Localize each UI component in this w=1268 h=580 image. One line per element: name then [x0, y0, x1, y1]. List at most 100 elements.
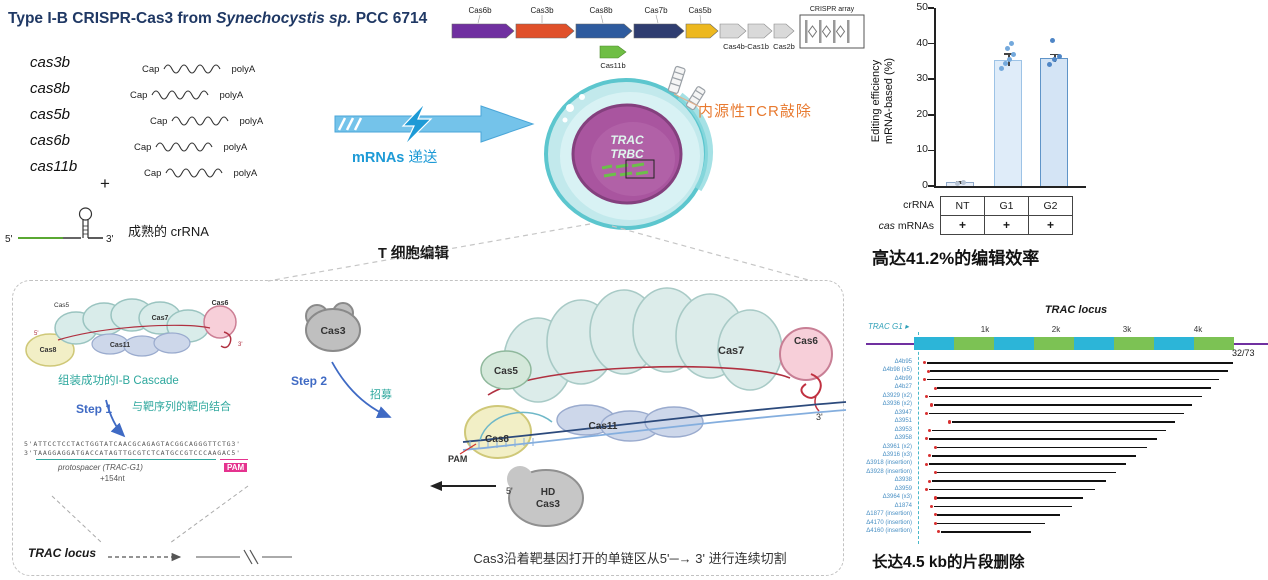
clone-label: Δ3953	[894, 426, 912, 433]
mrna-polya-label: polyA	[239, 115, 264, 127]
locus-block	[1154, 337, 1194, 350]
data-point	[1006, 57, 1012, 63]
lightning-icon	[401, 102, 433, 146]
deletion-bar	[933, 404, 1193, 406]
mrna-row: Cap polyA	[144, 160, 263, 186]
mrna-polya-label: polyA	[233, 167, 258, 179]
step1-note: 与靶序列的靶向结合	[132, 401, 231, 413]
cascade-cas7-label: Cas7	[152, 315, 169, 322]
table-row2-label-italic: cas	[878, 220, 895, 232]
efficiency-caption: 高达41.2%的编辑效率	[872, 244, 1039, 269]
deletion-bar	[930, 370, 1228, 373]
trac-locus-label: TRAC locus	[28, 546, 97, 560]
data-point	[960, 179, 966, 185]
pam-label: PAM	[224, 463, 248, 472]
crrna-hairpin	[220, 331, 232, 349]
step1-label: Step 1	[76, 402, 113, 416]
mrna-wave	[163, 64, 221, 74]
clone-label: Δ1874	[894, 502, 912, 509]
y-tick-mark	[928, 7, 934, 9]
data-point	[1056, 53, 1062, 59]
complex-cas11-label: Cas11	[589, 421, 618, 432]
complex-hd-label: HD	[541, 487, 555, 498]
gene-name: cas5b	[30, 106, 71, 123]
deletion-bar	[928, 438, 1157, 440]
operon-arrow-cas4b	[719, 23, 747, 39]
crispr-array-box	[799, 14, 865, 49]
operon-arrow-cas3b	[515, 23, 575, 39]
crrna-3prime-label: 3'	[106, 234, 114, 245]
operon-label-cas2b: Cas2b	[773, 42, 795, 51]
clone-label: Δ4b27	[894, 384, 912, 391]
locus-block	[1034, 337, 1074, 350]
clone-label: Δ4170 (insertion)	[866, 519, 912, 526]
error-bar-cap	[955, 181, 965, 183]
operon-arrow-cas11b	[599, 45, 627, 59]
deletion-bar	[937, 471, 1117, 474]
deletion-bar	[937, 446, 1147, 449]
operon-arrow-cas7b	[633, 23, 685, 39]
y-tick-mark	[928, 114, 934, 116]
complex-cas8-label: Cas8	[485, 434, 509, 445]
deletion-bar	[928, 463, 1126, 465]
deletion-start-dot	[925, 411, 929, 416]
chart-plot-area	[936, 6, 1086, 186]
clone-label: Δ3947	[894, 409, 912, 416]
deletion-start-dot	[933, 496, 937, 500]
mrna-cap-label: Cap	[150, 115, 168, 127]
translocation-arrow	[430, 481, 442, 491]
mrna-cap-label: Cap	[134, 141, 152, 153]
mrna-cap-label: Cap	[144, 167, 162, 179]
table-row1-label: crRNA	[903, 199, 934, 211]
clone-label: Δ4b98 (x5)	[882, 367, 912, 374]
deletion-size: 4.5 kb	[903, 554, 947, 571]
deletion-start-dot	[928, 454, 932, 458]
interference-complex-illustration: Cas7 Cas6 Cas5 Cas8 Cas11 PAM HD Cas3 5'…	[430, 287, 847, 527]
target-sequence-top: 5'ATTCCTCCTACTGGTATCAACGCAGAGTACGGCAGGGT…	[24, 440, 241, 448]
deletion-bar	[940, 531, 1032, 533]
y-tick-label: 20	[916, 107, 928, 120]
deletion-start-dot	[925, 395, 929, 399]
clone-label: Δ3951	[894, 418, 912, 425]
crrna-hairpin	[800, 373, 822, 399]
step2-note: 招募	[370, 389, 392, 401]
locus-block	[994, 337, 1034, 350]
open-ssdna-loop	[479, 411, 553, 441]
crrna-diagram: 5' 3'	[5, 207, 114, 245]
clone-label: Δ4b99	[894, 375, 912, 382]
deletion-start-dot	[930, 403, 934, 407]
operon-label-cas8b: Cas8b	[589, 6, 613, 15]
cas3-illustration: Cas3	[305, 302, 361, 352]
table-row: +++	[940, 215, 1073, 235]
data-point	[1046, 62, 1052, 68]
mrna-cap-label: Cap	[130, 89, 148, 101]
chart-ylabel: Editing efficiency mRNA-based (%)	[870, 12, 896, 190]
cascade-illustration: 5' 3' Cas8 Cas5 Cas7 Cas11 Cas6	[25, 298, 242, 367]
complex-cas3-label: Cas3	[536, 499, 560, 510]
data-point	[1051, 57, 1057, 63]
deletion-start-dot	[926, 369, 930, 373]
operon-arrow-cas2b	[773, 23, 795, 39]
data-point	[1002, 60, 1008, 66]
tcell-panel-title: T 细胞编辑	[378, 246, 449, 262]
operon-arrow-cas6b	[451, 23, 515, 39]
table-cell: +	[940, 215, 985, 235]
clone-label: Δ3936 (x2)	[882, 401, 912, 408]
deletion-bar	[926, 362, 1234, 364]
efficiency-prefix: 高达	[872, 249, 906, 268]
cell-gene-trbc: TRBC	[610, 147, 644, 161]
gene-name: cas6b	[30, 132, 71, 149]
operon-diagram: Cas6b Cas3b Cas8b Cas7b Cas5b Cas4b-Cas1…	[451, 6, 865, 70]
clone-label: Δ1877 (insertion)	[866, 511, 912, 518]
cleavage-caption: Cas3沿着靶基因打开的单链区从5'─→ 3' 进行连续切割	[473, 551, 787, 566]
operon-arrow-cas1b	[747, 23, 773, 39]
delivery-label: mRNAs 递送	[352, 146, 437, 167]
deletion-start-dot	[923, 361, 927, 365]
gene-name: cas3b	[30, 54, 71, 71]
crispr-array-label: CRISPR array	[810, 6, 855, 13]
title-suffix: PCC 6714	[351, 10, 428, 27]
deletion-start-dot	[925, 487, 929, 492]
complex-5prime: 5'	[506, 486, 513, 496]
deletion-bar	[937, 387, 1211, 389]
step2-label: Step 2	[291, 374, 328, 388]
